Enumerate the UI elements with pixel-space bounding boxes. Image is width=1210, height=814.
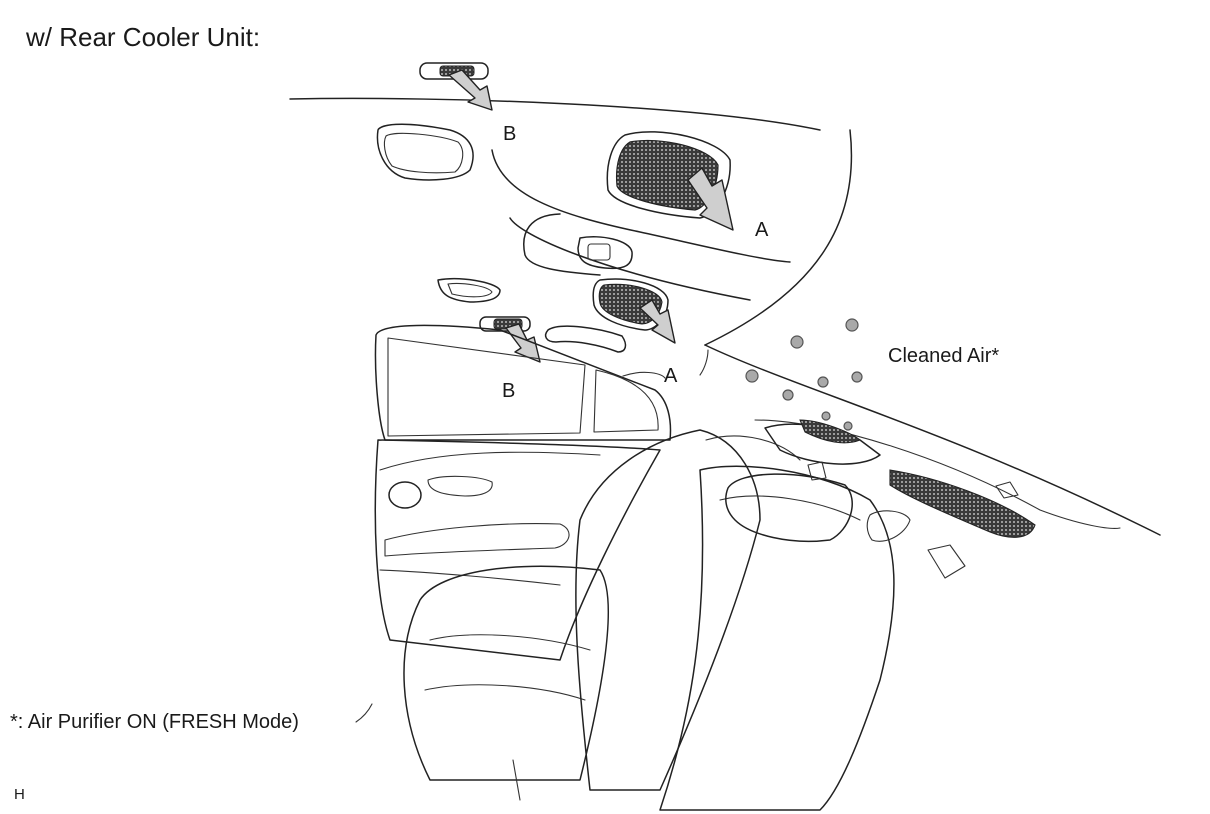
rear-console-vent-small	[799, 419, 861, 444]
footnote: *: Air Purifier ON (FRESH Mode)	[10, 711, 299, 733]
rear-console	[704, 344, 1161, 536]
grab-handle	[544, 325, 627, 353]
arrow-a-upper	[687, 167, 734, 231]
rear-seat-right	[659, 465, 895, 811]
door-speaker	[388, 481, 422, 509]
label-a-lower: A	[664, 365, 678, 387]
arrow-a-lower	[639, 299, 676, 344]
headrest	[725, 473, 853, 543]
console-knob	[866, 510, 911, 542]
label-b-upper: B	[503, 123, 517, 145]
arrow-b-upper	[448, 69, 493, 111]
cleaned-air-particles	[745, 318, 863, 431]
label-b-lower: B	[502, 380, 516, 402]
door-window-frame	[374, 324, 672, 441]
door-panel	[374, 439, 661, 661]
footnote-leader	[355, 703, 373, 723]
ceiling-contour-3	[523, 213, 601, 276]
diagram-title: w/ Rear Cooler Unit:	[26, 22, 261, 52]
rear-seat-center	[575, 429, 761, 791]
vent-a-upper	[606, 131, 731, 219]
figure-code: H	[14, 786, 25, 803]
door-handle	[427, 475, 493, 497]
lower-lamp	[437, 277, 501, 303]
arrow-b-lower	[505, 323, 541, 363]
rear-console-vent	[889, 469, 1036, 538]
console-button	[927, 544, 966, 579]
label-cleaned-air: Cleaned Air*	[888, 345, 1000, 367]
mid-lamp	[577, 236, 633, 270]
roof-lining-edge	[289, 97, 821, 131]
roof-lamp-upper	[376, 123, 474, 181]
label-a-upper: A	[755, 219, 769, 241]
ceiling-contour-2	[509, 217, 751, 301]
roof-side-curve	[704, 129, 853, 346]
rear-seat-left	[403, 565, 609, 781]
ceiling-contour-1	[491, 149, 791, 263]
